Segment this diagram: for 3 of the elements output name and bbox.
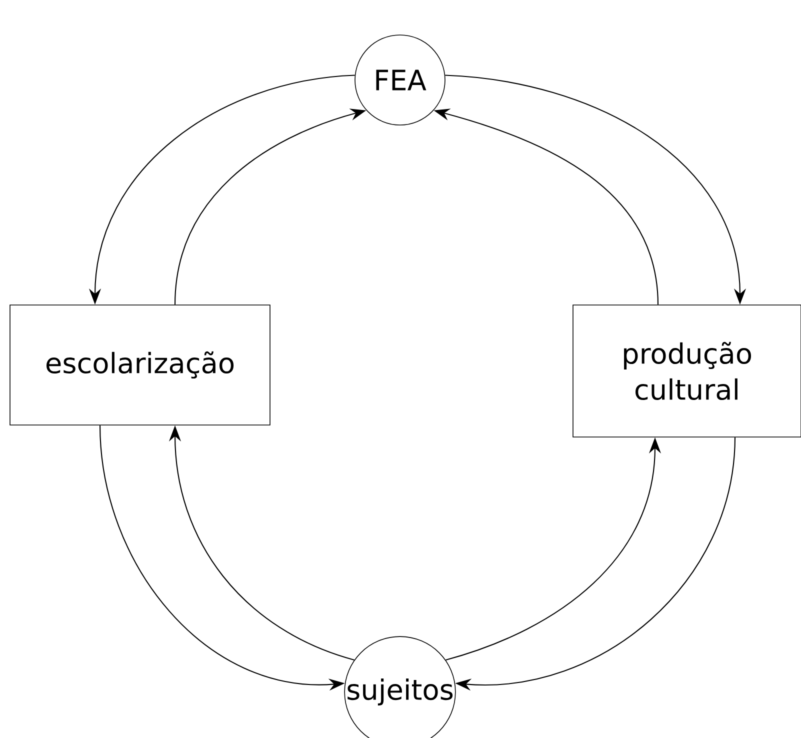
process-box: produção cultural [572, 304, 801, 438]
circle-node: FEA [354, 34, 446, 126]
process-box: escolarização [10, 304, 270, 426]
